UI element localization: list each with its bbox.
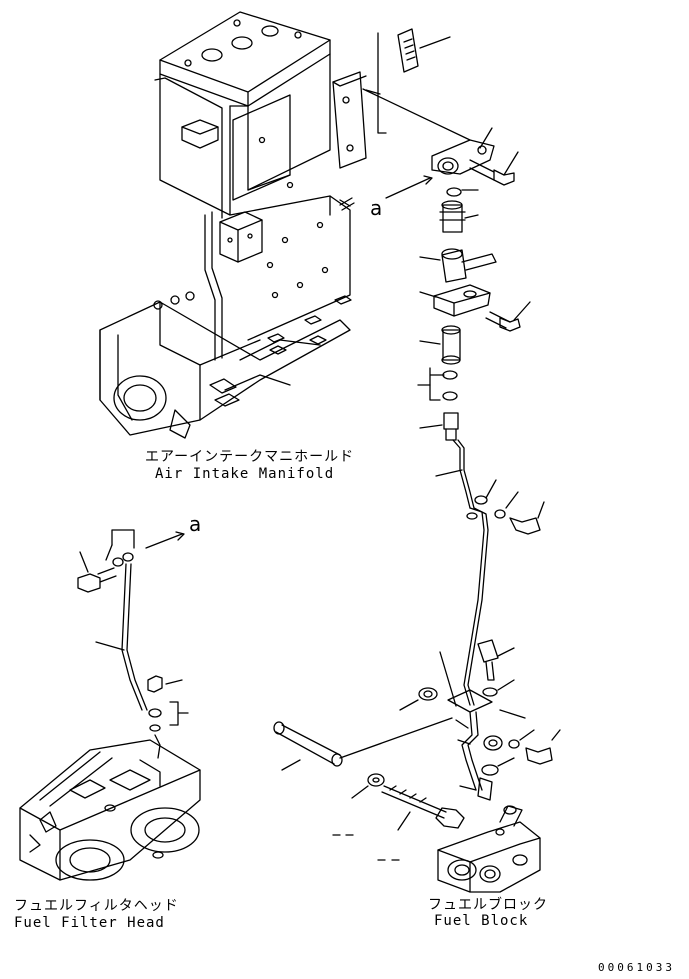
left-pipe — [95, 563, 148, 711]
washer-3 — [494, 491, 519, 519]
valve — [419, 248, 497, 283]
left-bolt-2 — [147, 675, 183, 693]
sleeve — [419, 325, 461, 365]
dashes — [332, 834, 400, 861]
fuel-filter-head-label-en: Fuel Filter Head — [14, 915, 165, 931]
bolt-2 — [485, 301, 531, 332]
bolt-4 — [477, 639, 515, 681]
banjo-bolt — [419, 412, 459, 441]
clamp-block — [419, 284, 491, 317]
long-bolt — [381, 785, 465, 831]
air-intake-manifold — [99, 11, 355, 439]
nipple-small — [459, 777, 493, 801]
pipe-right — [435, 439, 497, 706]
bolt-3 — [509, 501, 545, 535]
air-intake-label-en: Air Intake Manifold — [155, 466, 335, 482]
left-bolt — [77, 551, 117, 593]
ref-arrow-left — [145, 531, 185, 549]
bracket-plate — [332, 71, 381, 169]
washer-6 — [351, 773, 385, 799]
ref-arrow-top — [385, 175, 433, 199]
bolt-top — [469, 151, 519, 186]
washer-1 — [446, 187, 479, 197]
washers-pair — [417, 367, 458, 401]
adapter-nipple — [439, 200, 479, 233]
left-washers-2 — [148, 701, 189, 732]
bolt-5 — [525, 729, 561, 765]
pipe-handle — [273, 717, 453, 771]
washer-4 — [482, 679, 515, 697]
label-plate — [377, 28, 451, 134]
fuel-tube-assy — [439, 651, 526, 791]
drawing-number: 00061033 — [598, 961, 675, 974]
ref-marker-left: a — [189, 512, 202, 536]
seal-washer — [399, 687, 438, 711]
o-ring — [481, 757, 515, 776]
left-washers — [105, 529, 135, 567]
fuel-block-label-en: Fuel Block — [434, 913, 529, 929]
tee-connector — [362, 88, 495, 175]
fuel-block-label-jp: フュエルブロック — [428, 897, 548, 913]
ref-marker-top: a — [370, 196, 383, 220]
fuel-filter-head — [19, 734, 201, 881]
air-intake-label-jp: エアーインテークマニホールド — [145, 449, 355, 465]
fuel-filter-head-label-jp: フュエルフィルタヘッド — [14, 898, 179, 914]
washer-5 — [508, 729, 535, 749]
fuel-block — [437, 805, 541, 893]
